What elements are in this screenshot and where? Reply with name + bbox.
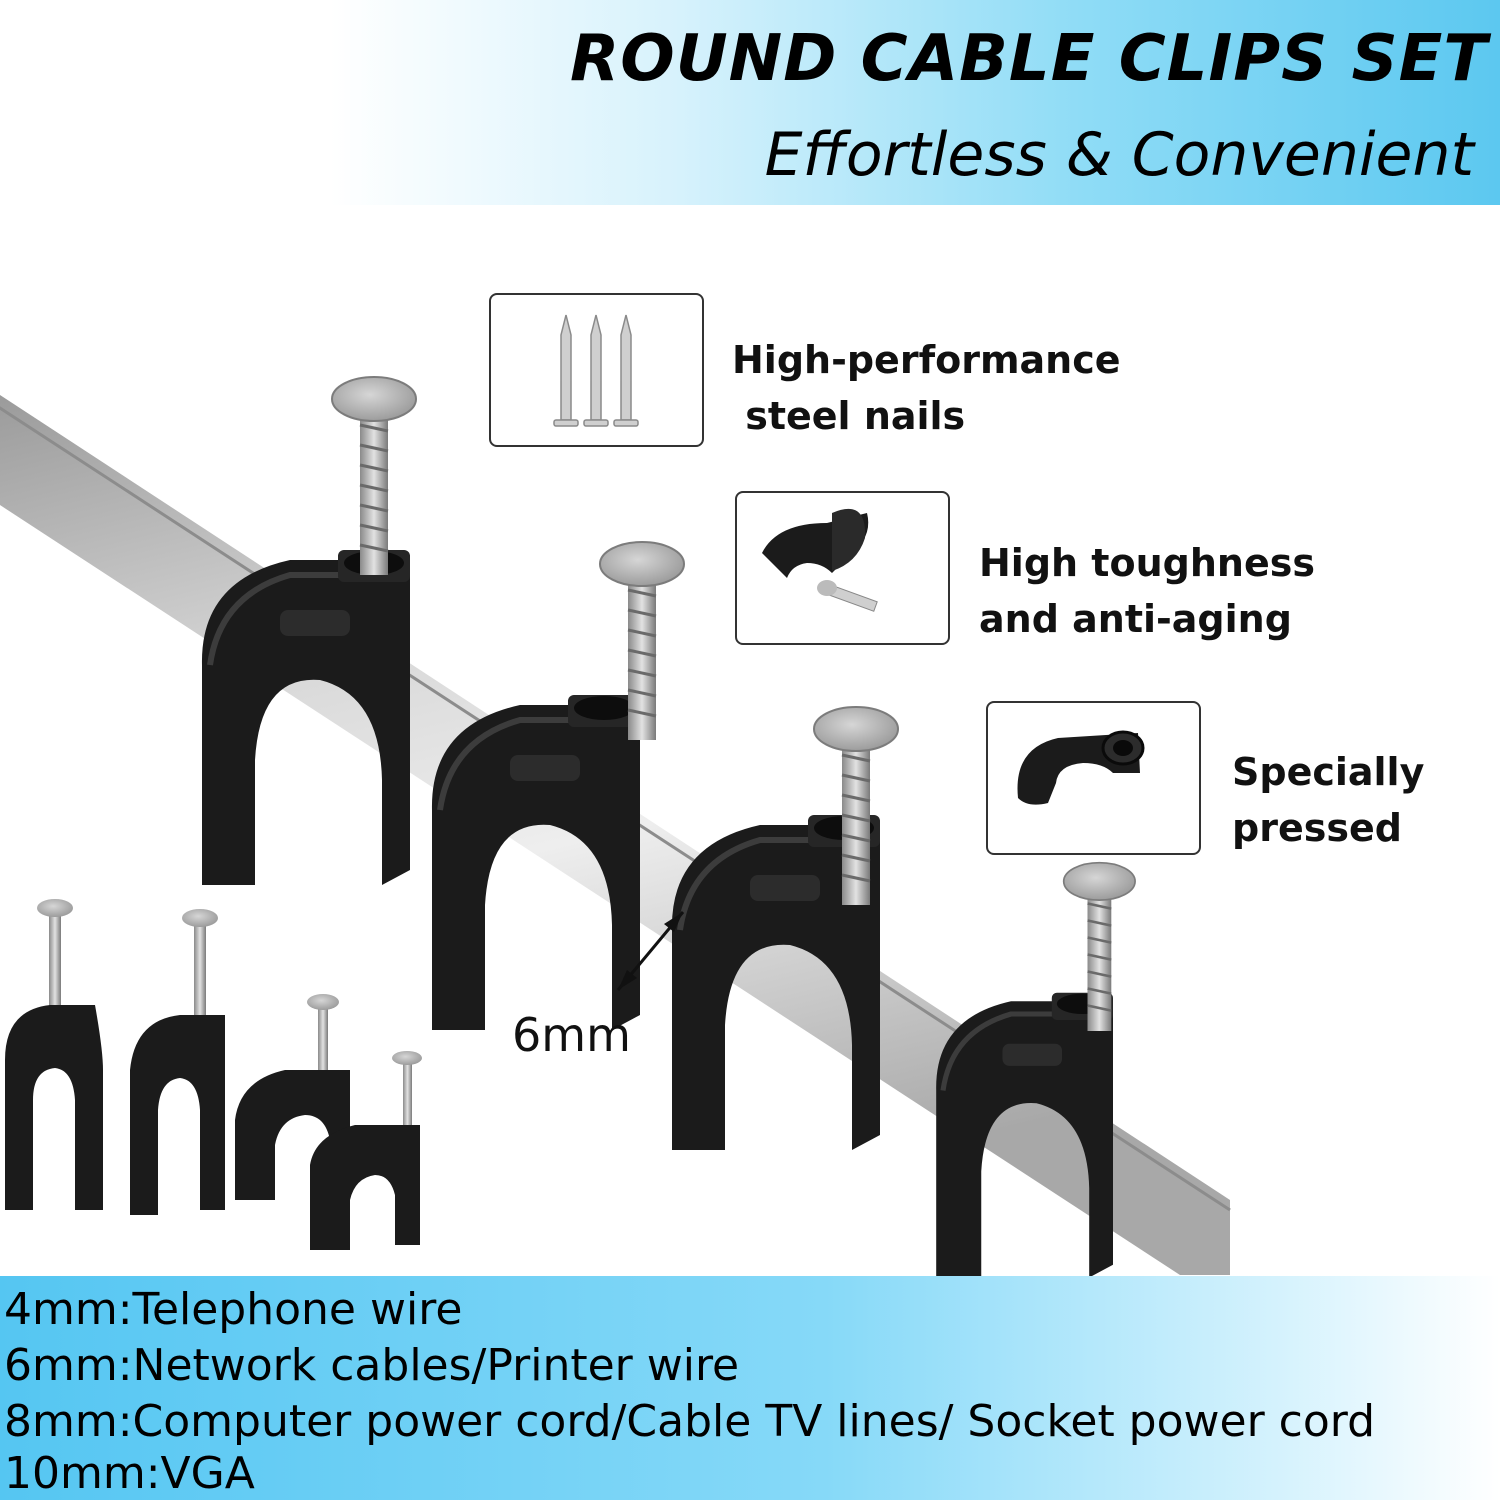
size-list: 4mm:Telephone wire 6mm:Network cables/Pr… xyxy=(0,1276,1500,1500)
cable-clip-icon xyxy=(1017,730,1145,805)
steel-nails-icon xyxy=(553,314,639,427)
size-item: 8mm:Computer power cord/Cable TV lines/ … xyxy=(4,1396,1376,1447)
cable-clip-4 xyxy=(936,861,1137,1278)
header-banner: ROUND CABLE CLIPS SET Effortless & Conve… xyxy=(0,0,1500,205)
size-item: 10mm:VGA xyxy=(4,1448,255,1499)
size-sample-6mm xyxy=(235,994,350,1200)
feature-steel-nails-box xyxy=(489,293,704,447)
diameter-label: 6mm xyxy=(512,1008,631,1062)
size-sample-4mm xyxy=(310,1051,422,1250)
feature-line: pressed xyxy=(1232,806,1402,850)
diameter-arrow xyxy=(616,911,685,991)
feature-steel-nails-text: High-performance steel nails xyxy=(732,332,1121,444)
size-item: 6mm:Network cables/Printer wire xyxy=(4,1340,740,1391)
feature-line: High-performance xyxy=(732,338,1121,382)
feature-line: Specially xyxy=(1232,750,1425,794)
size-sample-8mm xyxy=(130,909,225,1215)
feature-line: and anti-aging xyxy=(979,597,1292,641)
feature-pressed-text: Specially pressed xyxy=(1232,744,1424,856)
cable-clip-3 xyxy=(672,705,900,1150)
page-title: ROUND CABLE CLIPS SET xyxy=(570,22,1488,96)
cable-clip-1 xyxy=(202,375,418,885)
size-sample-10mm xyxy=(5,899,103,1210)
size-item: 4mm:Telephone wire xyxy=(4,1284,463,1335)
cable-clip-with-nail-icon xyxy=(762,508,878,612)
feature-toughness-text: High toughness and anti-aging xyxy=(979,535,1315,647)
feature-line: High toughness xyxy=(979,541,1315,585)
feature-pressed-box xyxy=(986,701,1201,855)
feature-toughness-box xyxy=(735,491,950,645)
page-subtitle: Effortless & Convenient xyxy=(764,120,1474,190)
feature-line: steel nails xyxy=(732,394,966,438)
